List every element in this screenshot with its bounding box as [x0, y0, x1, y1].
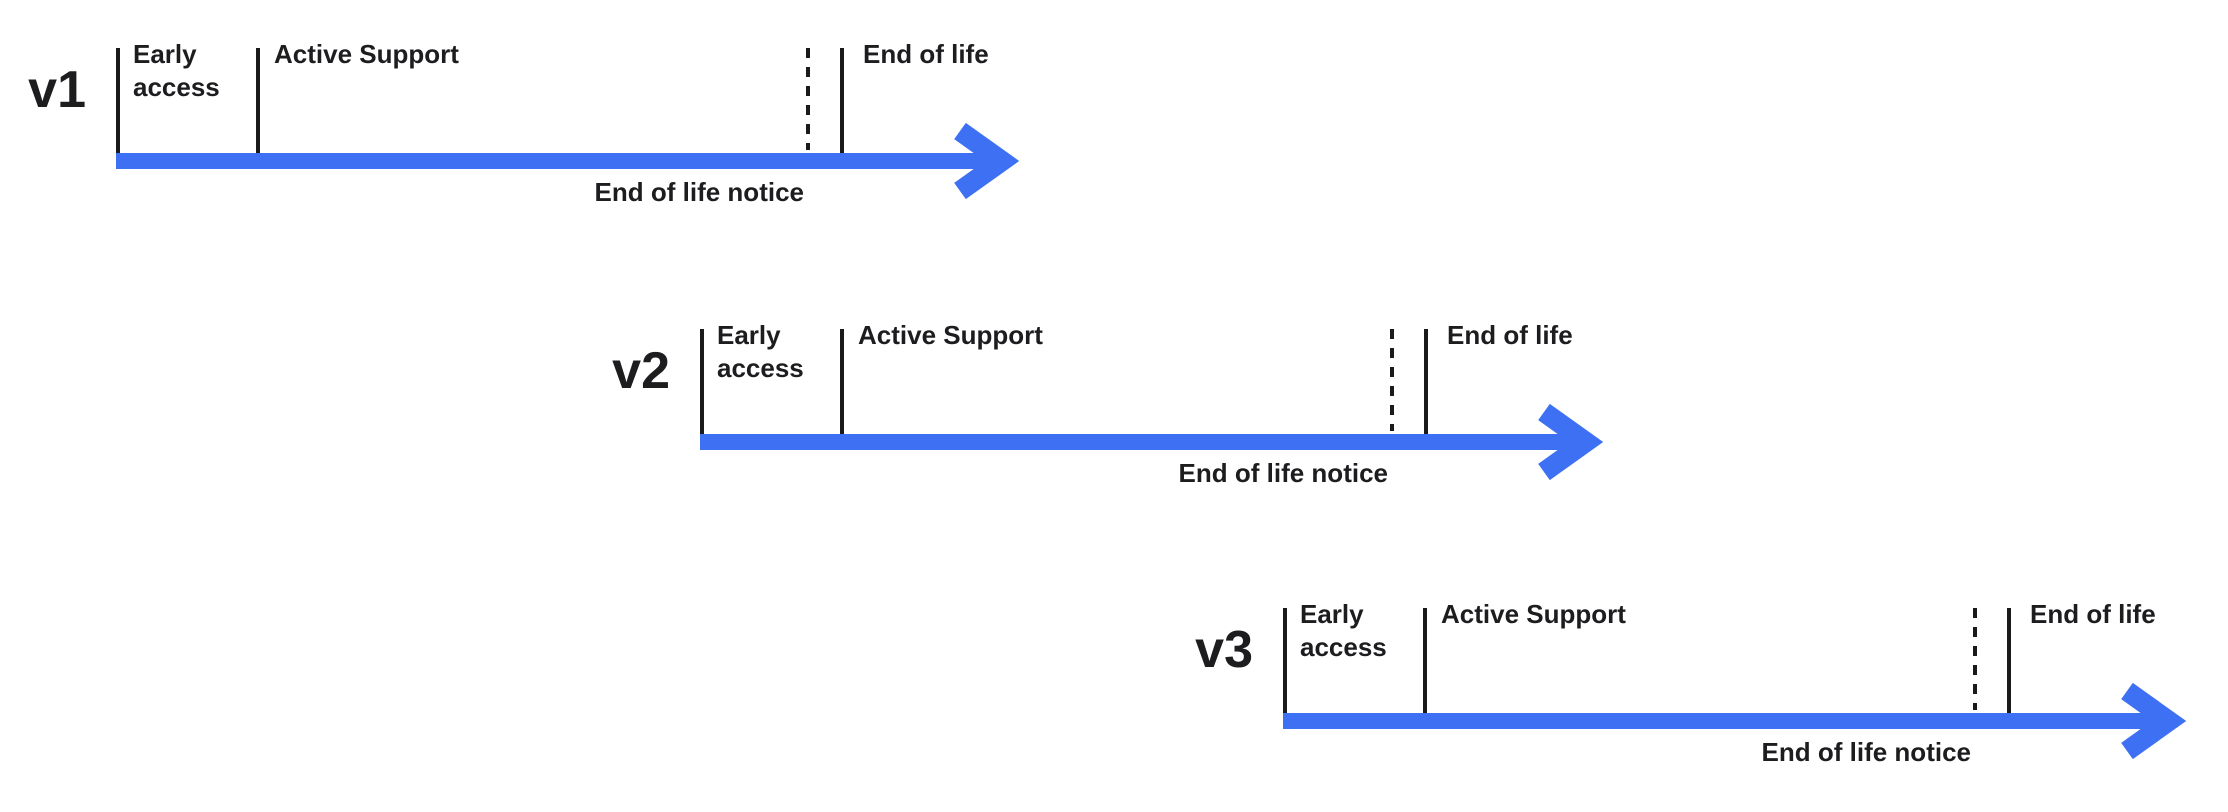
end-of-life-tick [840, 48, 844, 154]
active-support-start-tick [1423, 608, 1427, 714]
timeline-row-v3: v3 Early access Active Support End of li… [1195, 599, 2228, 788]
early-access-label-line1: Early [1300, 599, 1364, 629]
timeline-row-v1: v1 Early access Active Support End of li… [28, 39, 1078, 228]
version-label: v2 [612, 342, 670, 400]
end-of-life-label: End of life [863, 39, 989, 69]
active-support-label: Active Support [274, 39, 459, 69]
version-label: v1 [28, 61, 86, 119]
active-support-label: Active Support [858, 320, 1043, 350]
early-access-label: Early access [133, 38, 220, 104]
end-of-life-tick [2007, 608, 2011, 714]
active-support-start-tick [256, 48, 260, 154]
end-of-life-tick [1424, 329, 1428, 435]
early-access-start-tick [1283, 608, 1287, 714]
end-of-life-notice-dashed-line [1973, 608, 1977, 710]
early-access-label: Early access [1300, 598, 1387, 664]
early-access-start-tick [116, 48, 120, 154]
end-of-life-notice-dashed-line [1390, 329, 1394, 431]
end-of-life-notice-dashed-line [806, 48, 810, 150]
end-of-life-notice-label: End of life notice [1761, 737, 1971, 767]
early-access-label: Early access [717, 319, 804, 385]
timeline-arrow-right-icon [700, 403, 1604, 481]
active-support-start-tick [840, 329, 844, 435]
early-access-label-line2: access [717, 353, 804, 383]
early-access-label-line2: access [1300, 632, 1387, 662]
timeline-arrow-right-icon [116, 122, 1020, 200]
early-access-label-line1: Early [717, 320, 781, 350]
early-access-label-line1: Early [133, 39, 197, 69]
end-of-life-notice-label: End of life notice [594, 177, 804, 207]
timeline-arrow-right-icon [1283, 682, 2187, 760]
end-of-life-label: End of life [2030, 599, 2156, 629]
timeline-row-v2: v2 Early access Active Support End of li… [612, 320, 1662, 509]
version-label: v3 [1195, 621, 1253, 679]
active-support-label: Active Support [1441, 599, 1626, 629]
end-of-life-notice-label: End of life notice [1178, 458, 1388, 488]
end-of-life-label: End of life [1447, 320, 1573, 350]
early-access-start-tick [700, 329, 704, 435]
early-access-label-line2: access [133, 72, 220, 102]
